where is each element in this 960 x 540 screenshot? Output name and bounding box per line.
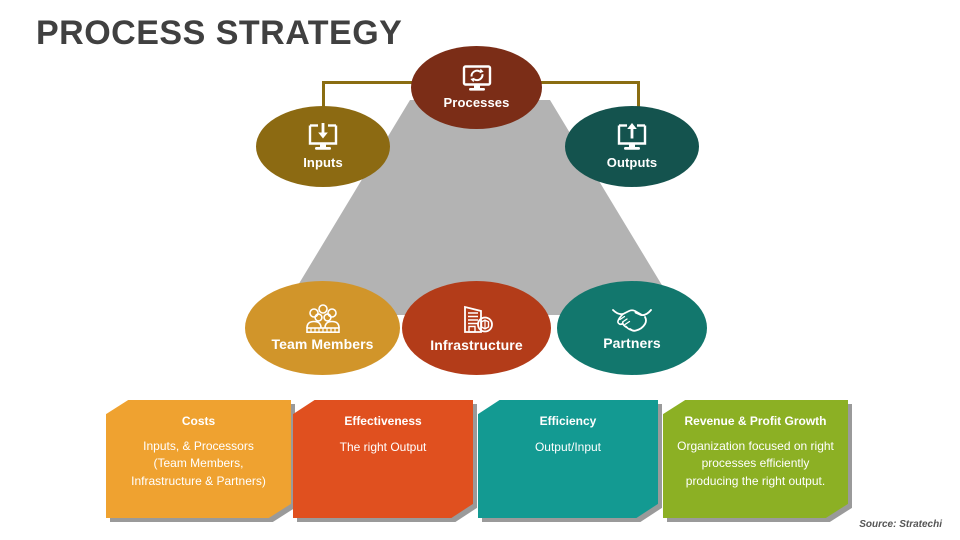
node-outputs[interactable]: Outputs	[565, 106, 699, 187]
node-processes-label: Processes	[443, 95, 510, 110]
banner-effectiveness[interactable]: Effectiveness The right Output	[293, 400, 473, 518]
connector-inputs-line	[322, 81, 325, 117]
banner-costs-body: Inputs, & Processors (Team Members, Infr…	[131, 439, 266, 488]
page-title: PROCESS STRATEGY	[36, 14, 403, 52]
node-infrastructure[interactable]: Infrastructure	[402, 281, 551, 375]
node-processes[interactable]: Processes	[411, 46, 542, 129]
node-inputs[interactable]: Inputs	[256, 106, 390, 187]
banner-revenue-title: Revenue & Profit Growth	[684, 414, 827, 428]
source-attribution: Source: Stratechi	[859, 519, 942, 530]
banner-efficiency-title: Efficiency	[539, 414, 597, 428]
building-badge-icon	[459, 303, 495, 335]
banner-efficiency-body: Output/Input	[534, 440, 602, 454]
people-group-icon	[303, 304, 343, 334]
node-outputs-label: Outputs	[606, 155, 658, 170]
node-team-members-label: Team Members	[271, 336, 374, 352]
banner-effectiveness-title: Effectiveness	[344, 414, 422, 428]
banner-costs-title: Costs	[181, 414, 216, 428]
banner-effectiveness-body: The right Output	[339, 440, 427, 454]
node-infrastructure-label: Infrastructure	[430, 337, 523, 353]
banner-efficiency[interactable]: Efficiency Output/Input	[478, 400, 658, 518]
monitor-download-icon	[306, 123, 340, 153]
banner-revenue[interactable]: Revenue & Profit Growth Organization foc…	[663, 400, 848, 518]
monitor-upload-icon	[615, 123, 649, 153]
handshake-icon	[611, 305, 653, 333]
connector-outputs-line	[637, 81, 640, 111]
banner-costs[interactable]: Costs Inputs, & Processors (Team Members…	[106, 400, 291, 518]
node-inputs-label: Inputs	[303, 155, 343, 170]
node-partners-label: Partners	[603, 335, 661, 351]
node-team-members[interactable]: Team Members	[245, 281, 400, 375]
banner-revenue-body: Organization focused on right processes …	[677, 439, 834, 488]
node-partners[interactable]: Partners	[557, 281, 707, 375]
monitor-refresh-icon	[461, 65, 493, 93]
